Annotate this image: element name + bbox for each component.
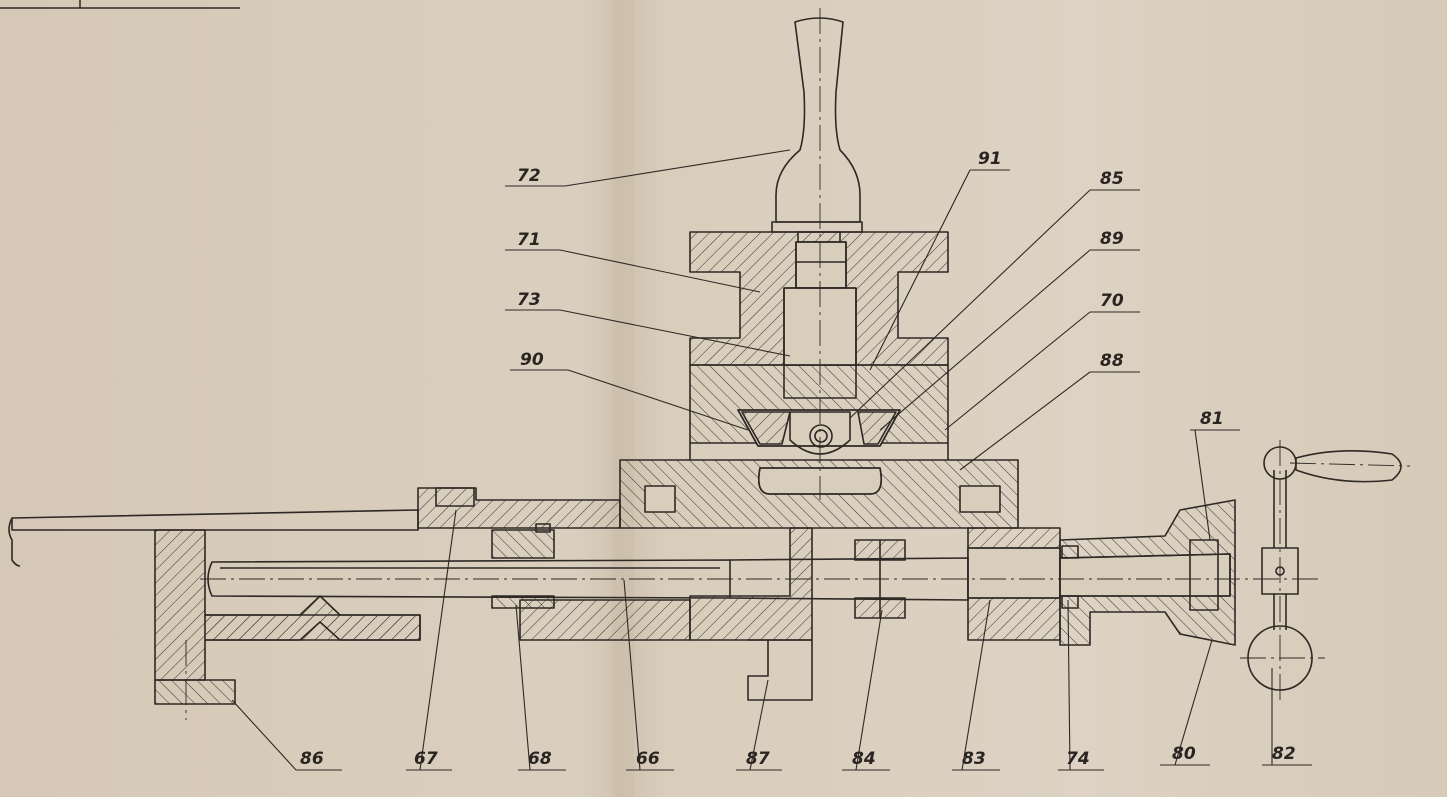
callout-labels: 72 71 73 90 91 85 89 70 88 81 86 67 68 6… — [300, 149, 1296, 769]
crank-handle — [1247, 446, 1402, 691]
callout-68: 68 — [528, 749, 552, 769]
main-shaft — [207, 557, 969, 601]
guide-sleeve — [8, 487, 621, 567]
callout-90: 90 — [520, 350, 544, 370]
callout-66: 66 — [636, 749, 660, 769]
callout-80: 80 — [1172, 744, 1196, 764]
paper-details — [0, 0, 634, 797]
callout-85: 85 — [1100, 169, 1124, 189]
shaft-nut — [854, 539, 906, 619]
callout-88: 88 — [1100, 351, 1124, 371]
callout-87: 87 — [746, 749, 770, 769]
base-plate — [619, 443, 1019, 529]
lever-handle — [771, 17, 863, 243]
callout-89: 89 — [1100, 229, 1124, 249]
callout-67: 67 — [414, 749, 438, 769]
callout-70: 70 — [1100, 291, 1124, 311]
callout-86: 86 — [300, 749, 324, 769]
callout-71: 71 — [517, 230, 541, 250]
callout-84: 84 — [852, 749, 876, 769]
callout-72: 72 — [517, 166, 541, 186]
centre-lines — [185, 8, 1411, 720]
leader-lines — [231, 149, 1312, 771]
callout-82: 82 — [1272, 744, 1296, 764]
bushing — [491, 523, 555, 609]
main-body — [154, 527, 1061, 705]
end-flange — [1059, 499, 1236, 646]
upper-housing — [689, 231, 949, 366]
callout-81: 81 — [1200, 409, 1224, 429]
callout-91: 91 — [978, 149, 1002, 169]
callout-83: 83 — [962, 749, 986, 769]
callout-73: 73 — [517, 290, 541, 310]
callout-74: 74 — [1066, 749, 1090, 769]
lower-housing — [689, 364, 949, 455]
